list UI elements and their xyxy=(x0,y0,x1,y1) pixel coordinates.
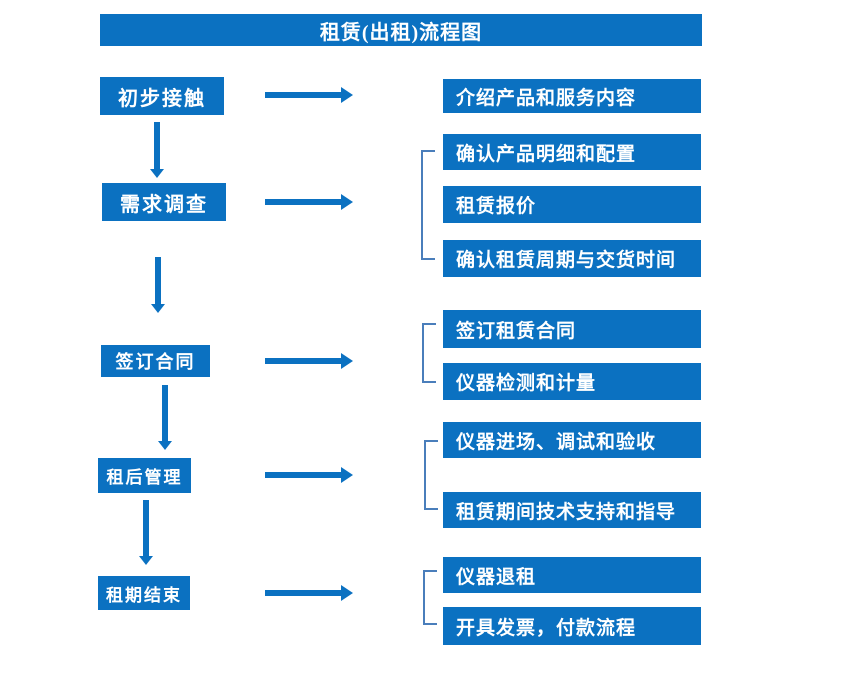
detail-box: 确认产品明细和配置 xyxy=(443,134,701,170)
detail-box: 确认租赁周期与交货时间 xyxy=(443,240,701,277)
detail-box: 租赁报价 xyxy=(443,186,701,223)
group-bracket xyxy=(422,323,436,383)
detail-box: 仪器退租 xyxy=(443,557,701,593)
detail-box: 仪器检测和计量 xyxy=(443,363,701,400)
flow-arrow-right-icon xyxy=(265,358,341,364)
flow-arrow-right-icon xyxy=(265,199,341,205)
diagram-title: 租赁(出租)流程图 xyxy=(100,14,702,46)
detail-box: 介绍产品和服务内容 xyxy=(443,79,701,113)
step-post-rental-management: 租后管理 xyxy=(98,458,191,493)
detail-box: 仪器进场、调试和验收 xyxy=(443,422,701,458)
detail-box: 开具发票，付款流程 xyxy=(443,607,701,645)
flow-arrow-right-icon xyxy=(265,472,341,478)
step-rental-end: 租期结束 xyxy=(98,576,190,610)
flow-arrow-right-icon xyxy=(265,92,341,98)
flow-arrow-down-icon xyxy=(154,122,160,169)
flow-arrow-right-icon xyxy=(265,590,341,596)
flow-arrow-down-icon xyxy=(143,500,149,556)
step-demand-survey: 需求调查 xyxy=(102,183,226,221)
detail-box: 租赁期间技术支持和指导 xyxy=(443,492,701,528)
group-bracket xyxy=(424,440,438,510)
flow-arrow-down-icon xyxy=(162,385,168,441)
step-sign-contract: 签订合同 xyxy=(101,345,210,377)
group-bracket xyxy=(421,150,435,260)
detail-box: 签订租赁合同 xyxy=(443,310,701,348)
step-initial-contact: 初步接触 xyxy=(100,77,224,115)
flow-arrow-down-icon xyxy=(155,257,161,304)
group-bracket xyxy=(423,570,437,625)
